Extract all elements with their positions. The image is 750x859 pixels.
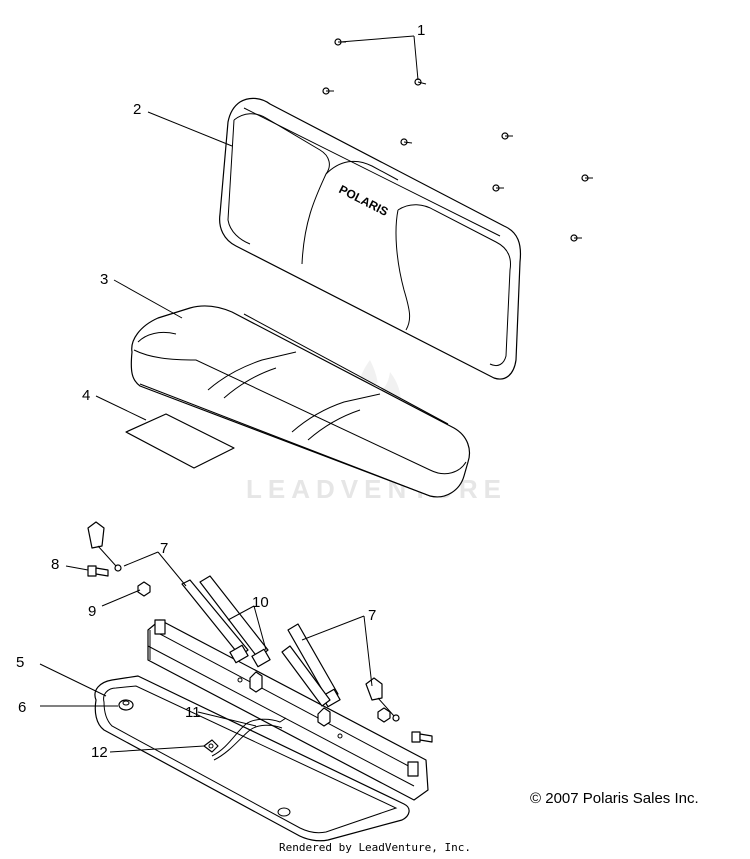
seat-belt-retractor-1 [181,579,249,664]
callout-8: 8 [51,556,59,573]
grommet-icon [118,699,134,711]
callout-12: 12 [91,744,108,761]
screw-icon [581,174,593,182]
screw-icon [414,78,427,86]
callout-11: 11 [185,704,201,721]
rendered-by-credit: Rendered by LeadVenture, Inc. [278,841,472,854]
screw-icon [492,184,504,192]
callout-5: 5 [16,654,24,671]
post-icon [154,619,166,635]
screw-icon [501,132,513,140]
callout-7: 7 [160,540,168,557]
post-icon [407,761,419,777]
screws [322,38,593,242]
decal-label [125,413,235,469]
copyright-notice: © 2007 Polaris Sales Inc. [530,790,699,807]
copyright-symbol: © [530,790,542,807]
seat-belt-buckle-right [365,677,400,723]
seat-belt-retractor-4 [281,645,331,707]
callout-6: 6 [18,699,26,716]
screw-icon [570,234,582,242]
seat-belt-buckle-left [87,521,122,572]
callout-2: 2 [133,101,141,118]
seat-back: POLARIS [219,97,522,380]
callout-7-right: 7 [368,607,376,624]
screw-icon [400,138,413,146]
callout-4: 4 [82,387,90,404]
callout-10: 10 [252,594,269,611]
nut-icon [137,581,151,597]
callout-labels: 1 2 3 4 5 6 7 8 9 10 11 12 7 [16,22,425,761]
screw-icon [322,87,334,95]
seat-tray [94,675,410,842]
seat-base-frame [147,619,429,801]
callout-9: 9 [88,603,96,620]
bolt-icon [87,565,109,577]
push-fastener-icon [203,739,219,753]
callout-1: 1 [417,22,425,39]
watermark-text: LEADVENTURE [246,474,507,504]
bolt-icon [411,731,433,743]
leader-lines [39,35,419,753]
seat-cushion [130,305,471,498]
copyright-text: 2007 Polaris Sales Inc. [545,790,699,807]
callout-3: 3 [100,271,108,288]
